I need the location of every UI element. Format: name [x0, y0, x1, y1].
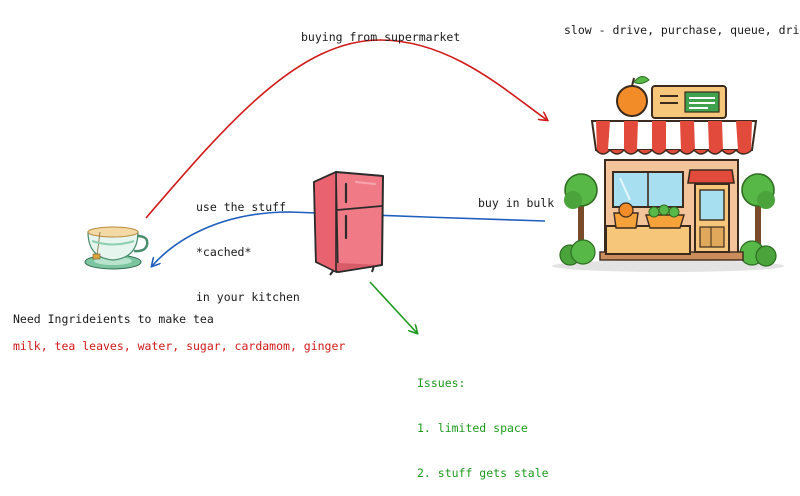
bulk-cache-arrow — [152, 211, 546, 266]
supermarket-route-arrow — [145, 39, 547, 219]
slow-note-label: slow - drive, purchase, queue, drive — [564, 23, 800, 37]
cache-label-line-2: *cached* — [196, 245, 252, 259]
teacup-icon — [84, 226, 149, 270]
issues-title: Issues: — [417, 376, 466, 390]
issues-list: Issues: 1. limited space 2. stuff gets s… — [417, 346, 549, 496]
supermarket-icon — [552, 76, 784, 272]
fridge-icon — [313, 170, 384, 276]
need-ingredients-title: Need Ingrideients to make tea — [13, 312, 214, 326]
cache-label: use the stuff *cached* in your kitchen — [196, 170, 300, 320]
diagram-canvas — [84, 39, 784, 413]
issue-item: 2. stuff gets stale — [417, 466, 549, 480]
bulk-label: buy in bulk — [478, 196, 555, 210]
issues-arrow — [369, 281, 417, 333]
supermarket-route-label: buying from supermarket — [301, 30, 461, 44]
cache-label-line-3: in your kitchen — [196, 290, 300, 304]
cache-label-line-1: use the stuff — [196, 200, 287, 214]
issue-item: 1. limited space — [417, 421, 528, 435]
ingredients-list: milk, tea leaves, water, sugar, cardamom… — [13, 339, 346, 353]
